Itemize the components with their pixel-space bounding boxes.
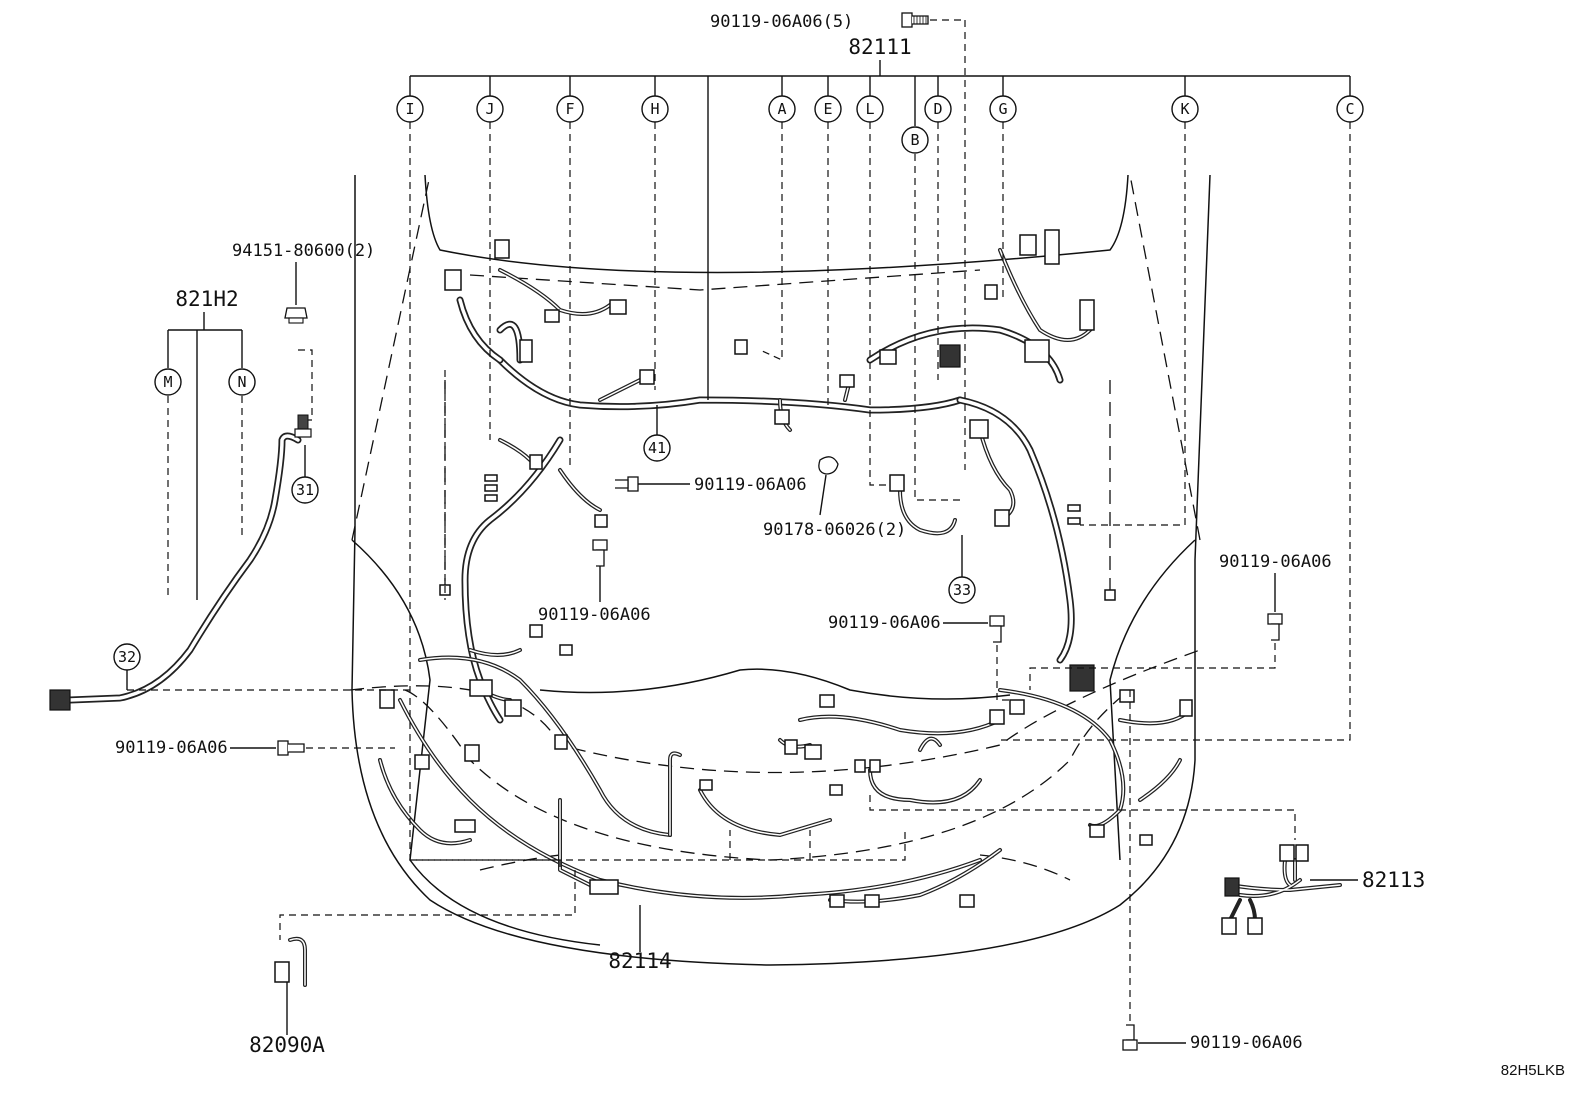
letter-M: M [154, 368, 182, 396]
letter-L: L [856, 95, 884, 123]
harness-82090A: 82090A [249, 870, 576, 1057]
part-number-82113: 82113 [1362, 868, 1425, 892]
letter-E: E [814, 95, 842, 123]
ref-41: 41 [643, 405, 671, 462]
letter-F: F [556, 95, 584, 123]
harness-82111-callout [409, 60, 1351, 400]
part-number-bolt-center: 90119-06A06 [694, 475, 807, 495]
letter-A: A [768, 95, 796, 123]
bolt-lower-center-callout: 90119-06A06 [538, 539, 651, 625]
letter-B: B [901, 126, 929, 154]
bolt-icon [1122, 1024, 1138, 1051]
harness-82114-callout: 82114 [608, 905, 672, 973]
bolt-center-callout: 90119-06A06 [615, 475, 807, 495]
part-number-82114: 82114 [608, 949, 671, 973]
part-number-bolt-lower-center: 90119-06A06 [538, 605, 651, 625]
ref-32: 32 [113, 643, 141, 671]
part-number-90178: 90178-06026(2) [763, 520, 906, 540]
part-number-82090A: 82090A [249, 1033, 325, 1057]
svg-text:F: F [565, 100, 574, 118]
letter-G: G [989, 95, 1017, 123]
harness-821H2: 821H2 M N 32 94151-80600(2) 31 [49, 241, 410, 711]
svg-text:I: I [405, 100, 414, 118]
part-number-82111: 82111 [848, 35, 911, 59]
svg-text:L: L [865, 100, 874, 118]
vehicle-body-outline [349, 174, 1211, 966]
letter-I: I [396, 95, 424, 123]
sensor-icon [294, 414, 312, 438]
svg-text:J: J [485, 100, 494, 118]
svg-text:B: B [910, 131, 919, 149]
svg-text:41: 41 [648, 439, 666, 457]
bolt-icon [901, 12, 929, 28]
bolt-icon [592, 539, 608, 567]
nut-icon [284, 307, 308, 324]
letter-J: J [476, 95, 504, 123]
bolt-top-callout: 90119-06A06(5) 82111 [710, 12, 965, 59]
clip-icon [818, 456, 839, 475]
diagram-code: 82H5LKB [1501, 1062, 1565, 1079]
harness-82114 [378, 624, 1193, 908]
part-number-bolt-top: 90119-06A06(5) [710, 12, 853, 32]
harness-82113: 82113 [869, 795, 1425, 935]
main-harness-82111 [439, 229, 1116, 724]
svg-text:33: 33 [953, 581, 971, 599]
part-number-bolt-mid: 90119-06A06 [828, 613, 941, 633]
svg-text:D: D [933, 100, 942, 118]
part-number-bolt-left: 90119-06A06 [115, 738, 228, 758]
svg-text:H: H [650, 100, 659, 118]
svg-text:K: K [1180, 100, 1189, 118]
ref-31: 31 [291, 476, 319, 504]
svg-text:G: G [998, 100, 1007, 118]
part-number-bolt-bottom: 90119-06A06 [1190, 1033, 1303, 1053]
clip-callout: 90178-06026(2) [763, 456, 906, 540]
bolt-mid-callout: 90119-06A06 [828, 613, 1010, 701]
svg-text:C: C [1345, 100, 1354, 118]
bolt-icon [277, 740, 305, 756]
bolt-icon [1267, 613, 1283, 641]
ref-33: 33 [948, 535, 976, 604]
svg-text:A: A [777, 100, 786, 118]
svg-text:32: 32 [118, 648, 136, 666]
part-number-94151: 94151-80600(2) [232, 241, 375, 261]
letter-H: H [641, 95, 669, 123]
letter-C: C [1336, 95, 1364, 123]
part-number-bolt-right: 90119-06A06 [1219, 552, 1332, 572]
svg-text:N: N [237, 373, 246, 391]
svg-text:M: M [163, 373, 172, 391]
svg-text:E: E [823, 100, 832, 118]
svg-text:31: 31 [296, 481, 314, 499]
letter-D: D [924, 95, 952, 123]
letter-K: K [1171, 95, 1199, 123]
letter-N: N [228, 368, 256, 396]
part-number-821H2: 821H2 [175, 287, 238, 311]
letter-callouts: I J F H A E L B D G K C [396, 95, 1364, 154]
bolt-icon [989, 615, 1005, 643]
bolt-right-callout: 90119-06A06 [1029, 552, 1332, 690]
bolt-bottom-callout: 90119-06A06 [1122, 690, 1303, 1053]
bolt-icon [615, 476, 639, 492]
bolt-left-callout: 90119-06A06 [115, 738, 395, 758]
letter-leaders [409, 20, 1351, 870]
